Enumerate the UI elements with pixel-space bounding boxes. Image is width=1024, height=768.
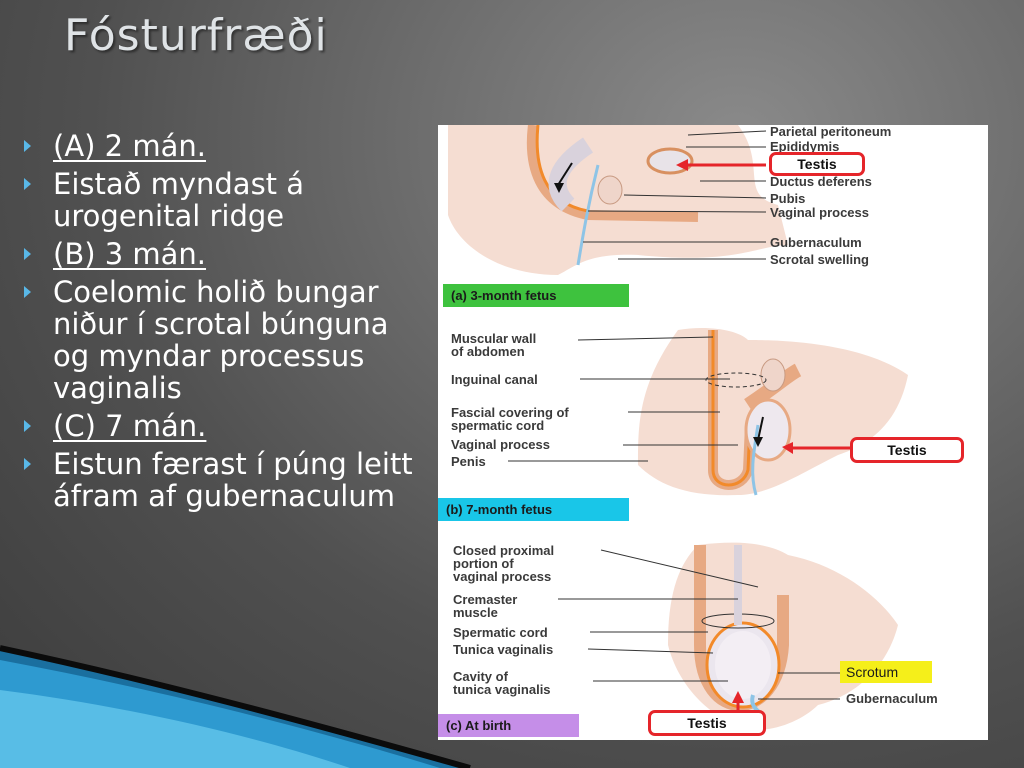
bullet-text: Eistað myndast á urogenital ridge xyxy=(53,167,305,233)
bullet-arrow-icon xyxy=(24,286,31,298)
label-penis: Penis xyxy=(451,454,486,469)
bullet-item: Coelomic holið bungar niður í scrotal bú… xyxy=(20,276,430,404)
caption-b: (b) 7-month fetus xyxy=(438,498,629,521)
label-epididymis: Epididymis xyxy=(770,139,840,154)
bullet-item: (A) 2 mán. xyxy=(20,130,430,162)
label-scrotal-swelling: Scrotal swelling xyxy=(770,252,869,267)
label-gubernaculum-a: Gubernaculum xyxy=(770,235,862,250)
bullet-text: (B) 3 mán. xyxy=(53,237,207,271)
bullet-text: (A) 2 mán. xyxy=(53,129,206,163)
bullet-arrow-icon xyxy=(24,458,31,470)
testis-label-b: Testis xyxy=(850,437,964,463)
label-spermatic-cord: Spermatic cord xyxy=(453,625,548,640)
anatomy-illustration xyxy=(448,125,908,730)
label-parietal-peritoneum: Parietal peritoneum xyxy=(770,125,892,139)
label-cavity-tunica-vaginalis: Cavity of tunica vaginalis xyxy=(453,669,551,697)
bullet-item: Eistað myndast á urogenital ridge xyxy=(20,168,430,232)
bullet-text: Eistun færast í púng leitt áfram af gube… xyxy=(53,447,413,513)
testis-label-c: Testis xyxy=(648,710,766,736)
bullet-arrow-icon xyxy=(24,140,31,152)
label-cremaster-muscle: Cremaster muscle xyxy=(453,592,518,620)
label-muscular-wall: Muscular wall of abdomen xyxy=(451,331,537,359)
testis-label-a: Testis xyxy=(769,152,865,176)
bullet-text: (C) 7 mán. xyxy=(53,409,207,443)
bullet-arrow-icon xyxy=(24,420,31,432)
label-inguinal-canal: Inguinal canal xyxy=(451,372,538,387)
slide-title: Fósturfræði xyxy=(64,10,328,61)
label-ductus-deferens: Ductus deferens xyxy=(770,174,872,189)
scrotum-label: Scrotum xyxy=(840,661,932,683)
bullet-arrow-icon xyxy=(24,178,31,190)
bullet-text: Coelomic holið bungar niður í scrotal bú… xyxy=(53,275,389,405)
label-fascial-covering: Fascial covering of spermatic cord xyxy=(451,405,569,433)
bullet-list: (A) 2 mán. Eistað myndast á urogenital r… xyxy=(20,130,430,518)
caption-a: (a) 3-month fetus xyxy=(443,284,629,307)
bullet-item: (C) 7 mán. xyxy=(20,410,430,442)
descent-of-testis-figure: Parietal peritoneum Epididymis Testis Du… xyxy=(438,125,988,740)
label-tunica-vaginalis: Tunica vaginalis xyxy=(453,642,554,657)
bullet-arrow-icon xyxy=(24,248,31,260)
label-vaginal-process-a: Vaginal process xyxy=(770,205,869,220)
label-closed-proximal-portion: Closed proximal portion of vaginal proce… xyxy=(453,543,555,584)
bullet-item: (B) 3 mán. xyxy=(20,238,430,270)
label-pubis: Pubis xyxy=(770,191,806,206)
label-vaginal-process-b: Vaginal process xyxy=(451,437,550,452)
label-gubernaculum-c: Gubernaculum xyxy=(846,691,938,706)
bullet-item: Eistun færast í púng leitt áfram af gube… xyxy=(20,448,430,512)
caption-c: (c) At birth xyxy=(438,714,579,737)
